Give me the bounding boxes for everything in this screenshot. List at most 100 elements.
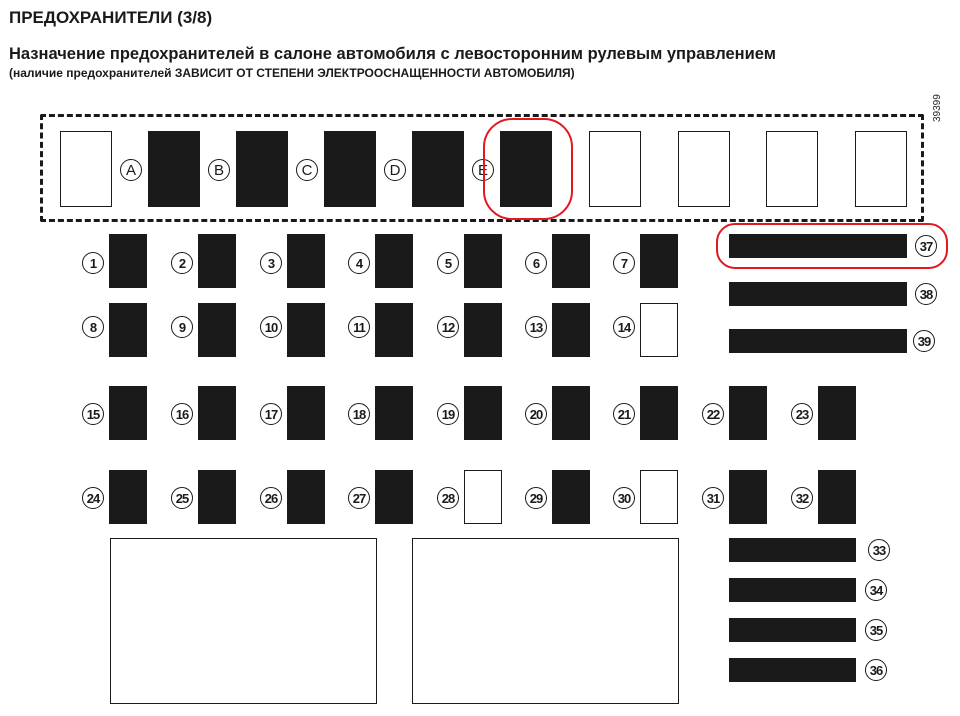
fuse-32 — [818, 470, 856, 524]
relay-slot-empty — [589, 131, 641, 207]
fuse-17 — [287, 386, 325, 440]
page-title: ПРЕДОХРАНИТЕЛИ (3/8) — [9, 8, 212, 28]
fuse-number-badge: 9 — [171, 316, 193, 338]
fuse-number-badge: A — [120, 159, 142, 181]
fuse-29 — [552, 470, 590, 524]
relay-slot-empty — [766, 131, 818, 207]
large-slot-left — [110, 538, 377, 704]
bar-fuse-38 — [729, 282, 907, 306]
fuse-21 — [640, 386, 678, 440]
fuse-number-badge: 3 — [260, 252, 282, 274]
fuse-number-badge: 2 — [171, 252, 193, 274]
diagram-note: (наличие предохранителей ЗАВИСИТ ОТ СТЕП… — [9, 66, 575, 80]
fuse-number-badge: 33 — [868, 539, 890, 561]
fuse-number-badge: 18 — [348, 403, 370, 425]
document-id: 39399 — [932, 94, 943, 122]
fuse-number-badge: 39 — [913, 330, 935, 352]
bar-fuse-36 — [729, 658, 856, 682]
fuse-16 — [198, 386, 236, 440]
fuse-number-badge: 29 — [525, 487, 547, 509]
fuse-22 — [729, 386, 767, 440]
relay-slot-empty — [678, 131, 730, 207]
fuse-number-badge: 31 — [702, 487, 724, 509]
fuse-number-badge: 1 — [82, 252, 104, 274]
fuse-14 — [640, 303, 678, 357]
bar-fuse-39 — [729, 329, 907, 353]
fuse-28 — [464, 470, 502, 524]
fuse-number-badge: 21 — [613, 403, 635, 425]
fuse-number-badge: 5 — [437, 252, 459, 274]
fuse-number-badge: 17 — [260, 403, 282, 425]
fuse-number-badge: 26 — [260, 487, 282, 509]
fuse-25 — [198, 470, 236, 524]
fuse-number-badge: 15 — [82, 403, 104, 425]
fuse-8 — [109, 303, 147, 357]
title-text: ПРЕДОХРАНИТЕЛИ — [9, 8, 173, 27]
bar-fuse-34 — [729, 578, 856, 602]
fuse-31 — [729, 470, 767, 524]
fuse-11 — [375, 303, 413, 357]
fuse-5 — [464, 234, 502, 288]
fuse-13 — [552, 303, 590, 357]
relay-b — [236, 131, 288, 207]
relay-slot-empty — [855, 131, 907, 207]
diagram-subtitle: Назначение предохранителей в салоне авто… — [9, 45, 776, 63]
fuse-number-badge: 12 — [437, 316, 459, 338]
page-indicator: (3/8) — [177, 8, 213, 27]
relay-slot-empty — [60, 131, 112, 207]
fuse-number-badge: D — [384, 159, 406, 181]
fuse-9 — [198, 303, 236, 357]
fuse-number-badge: 8 — [82, 316, 104, 338]
fuse-number-badge: 11 — [348, 316, 370, 338]
fuse-number-badge: 34 — [865, 579, 887, 601]
fuse-number-badge: 38 — [915, 283, 937, 305]
fuse-number-badge: 24 — [82, 487, 104, 509]
fuse-number-badge: 32 — [791, 487, 813, 509]
relay-frame — [40, 114, 924, 222]
fuse-4 — [375, 234, 413, 288]
fuse-6 — [552, 234, 590, 288]
fuse-30 — [640, 470, 678, 524]
large-slot-right — [412, 538, 679, 704]
fuse-20 — [552, 386, 590, 440]
fuse-18 — [375, 386, 413, 440]
fuse-number-badge: 30 — [613, 487, 635, 509]
fuse-number-badge: 13 — [525, 316, 547, 338]
fuse-number-badge: 37 — [915, 235, 937, 257]
fuse-number-badge: 22 — [702, 403, 724, 425]
relay-c — [324, 131, 376, 207]
fuse-number-badge: 6 — [525, 252, 547, 274]
fuse-number-badge: 16 — [171, 403, 193, 425]
fuse-23 — [818, 386, 856, 440]
fuse-number-badge: 35 — [865, 619, 887, 641]
fuse-number-badge: B — [208, 159, 230, 181]
fuse-number-badge: 4 — [348, 252, 370, 274]
fuse-number-badge: 20 — [525, 403, 547, 425]
relay-e — [500, 131, 552, 207]
fuse-27 — [375, 470, 413, 524]
fuse-number-badge: E — [472, 159, 494, 181]
relay-d — [412, 131, 464, 207]
fuse-number-badge: 14 — [613, 316, 635, 338]
fuse-26 — [287, 470, 325, 524]
fuse-number-badge: 10 — [260, 316, 282, 338]
bar-fuse-35 — [729, 618, 856, 642]
fuse-number-badge: C — [296, 159, 318, 181]
fuse-number-badge: 25 — [171, 487, 193, 509]
fuse-number-badge: 19 — [437, 403, 459, 425]
bar-fuse-37 — [729, 234, 907, 258]
bar-fuse-33 — [729, 538, 856, 562]
fuse-number-badge: 7 — [613, 252, 635, 274]
relay-a — [148, 131, 200, 207]
fuse-2 — [198, 234, 236, 288]
fuse-number-badge: 28 — [437, 487, 459, 509]
fuse-7 — [640, 234, 678, 288]
fuse-number-badge: 23 — [791, 403, 813, 425]
fuse-24 — [109, 470, 147, 524]
fuse-10 — [287, 303, 325, 357]
fuse-3 — [287, 234, 325, 288]
fuse-number-badge: 27 — [348, 487, 370, 509]
fuse-number-badge: 36 — [865, 659, 887, 681]
fuse-12 — [464, 303, 502, 357]
fuse-1 — [109, 234, 147, 288]
